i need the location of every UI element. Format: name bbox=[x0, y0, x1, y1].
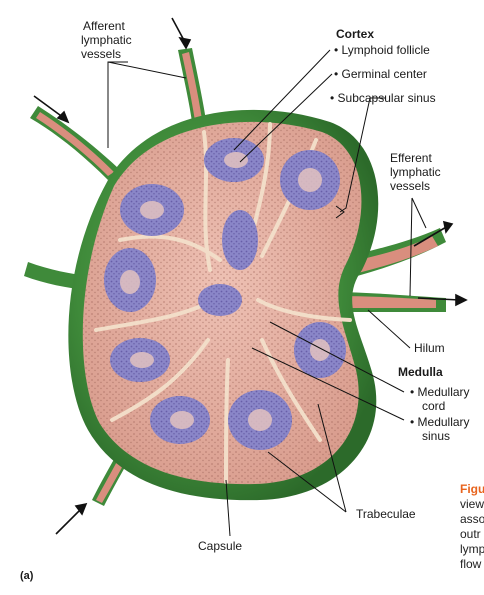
caption-fragment-3: asso bbox=[460, 512, 484, 526]
cortex-heading: Cortex bbox=[336, 27, 375, 41]
efferent-label-line3: vessels bbox=[390, 179, 431, 193]
lymphoid-follicle-label: • Lymphoid follicle bbox=[334, 43, 430, 57]
afferent-label-line1: Afferent bbox=[83, 19, 125, 33]
germinal-center-label: • Germinal center bbox=[334, 67, 427, 81]
germinal-centers bbox=[120, 152, 330, 431]
caption-fragment-6: flow bbox=[460, 557, 482, 571]
caption-fragment-5: lymp bbox=[460, 542, 484, 556]
efferent-label-line2: lymphatic bbox=[390, 165, 441, 179]
capsule-label: Capsule bbox=[198, 539, 243, 553]
medullary-cord-label-line2: cord bbox=[422, 399, 446, 413]
medullary-cord-label-line1: • Medullary bbox=[410, 385, 470, 399]
hilum-label: Hilum bbox=[414, 341, 445, 355]
leader-lines bbox=[107, 49, 427, 537]
caption-fragment-4: outr bbox=[460, 527, 481, 541]
medulla-heading: Medulla bbox=[398, 365, 443, 379]
trabeculae-label: Trabeculae bbox=[356, 507, 416, 521]
panel-label: (a) bbox=[20, 570, 34, 582]
caption-fragment-2: view bbox=[460, 497, 484, 511]
lymph-flow-arrows bbox=[33, 17, 468, 535]
medullary-sinus-label-line2: sinus bbox=[422, 429, 451, 443]
afferent-label-line3: vessels bbox=[81, 47, 122, 61]
subcapsular-sinus-label: • Subcapsular sinus bbox=[330, 91, 436, 105]
caption-fragment-1: Figu bbox=[460, 482, 484, 496]
efferent-label-line1: Efferent bbox=[390, 151, 432, 165]
medullary-sinus-label-line1: • Medullary bbox=[410, 415, 470, 429]
afferent-label-line2: lymphatic bbox=[81, 33, 132, 47]
